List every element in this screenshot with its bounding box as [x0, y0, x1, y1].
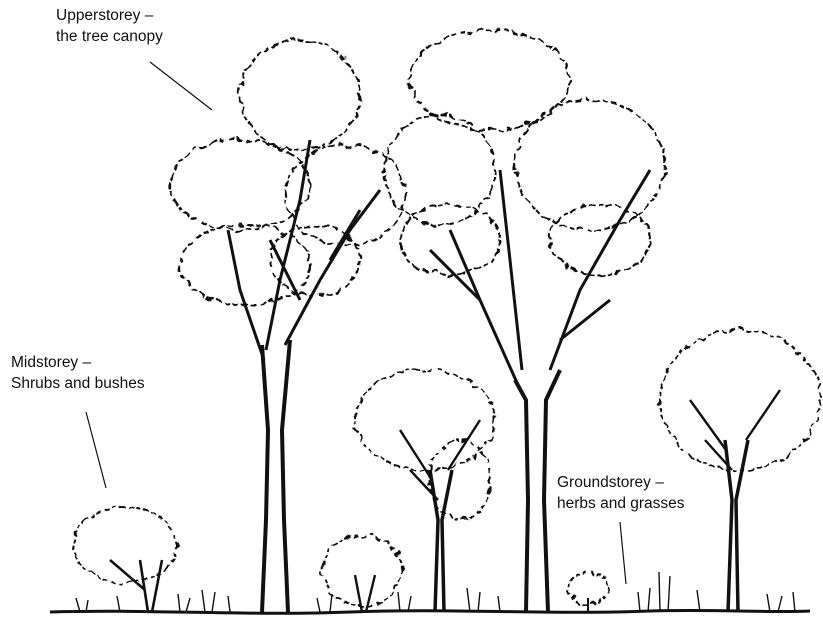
groundstorey-label-line1: Groundstorey –	[557, 472, 685, 493]
midstorey-label-line1: Midstorey –	[11, 352, 145, 373]
groundstorey-leader	[620, 522, 626, 584]
midstorey-label: Midstorey – Shrubs and bushes	[11, 352, 145, 394]
upperstorey-label: Upperstorey – the tree canopy	[56, 5, 163, 47]
ground-line	[50, 610, 810, 613]
midstorey-label-line2: Shrubs and bushes	[11, 373, 145, 394]
shrub-left	[73, 507, 177, 612]
mid-tree-right	[660, 330, 820, 612]
upperstorey-label-line1: Upperstorey –	[56, 5, 163, 26]
groundstorey-label-line2: herbs and grasses	[557, 493, 685, 514]
midstorey-leader	[86, 412, 106, 488]
upperstorey-leader	[150, 62, 212, 110]
tall-tree-right	[385, 30, 665, 612]
groundstorey-label: Groundstorey – herbs and grasses	[557, 472, 685, 514]
shrub-centre	[322, 535, 402, 612]
tall-tree-left	[170, 40, 405, 612]
upperstorey-label-line2: the tree canopy	[56, 26, 163, 47]
shrub-small	[568, 573, 608, 612]
